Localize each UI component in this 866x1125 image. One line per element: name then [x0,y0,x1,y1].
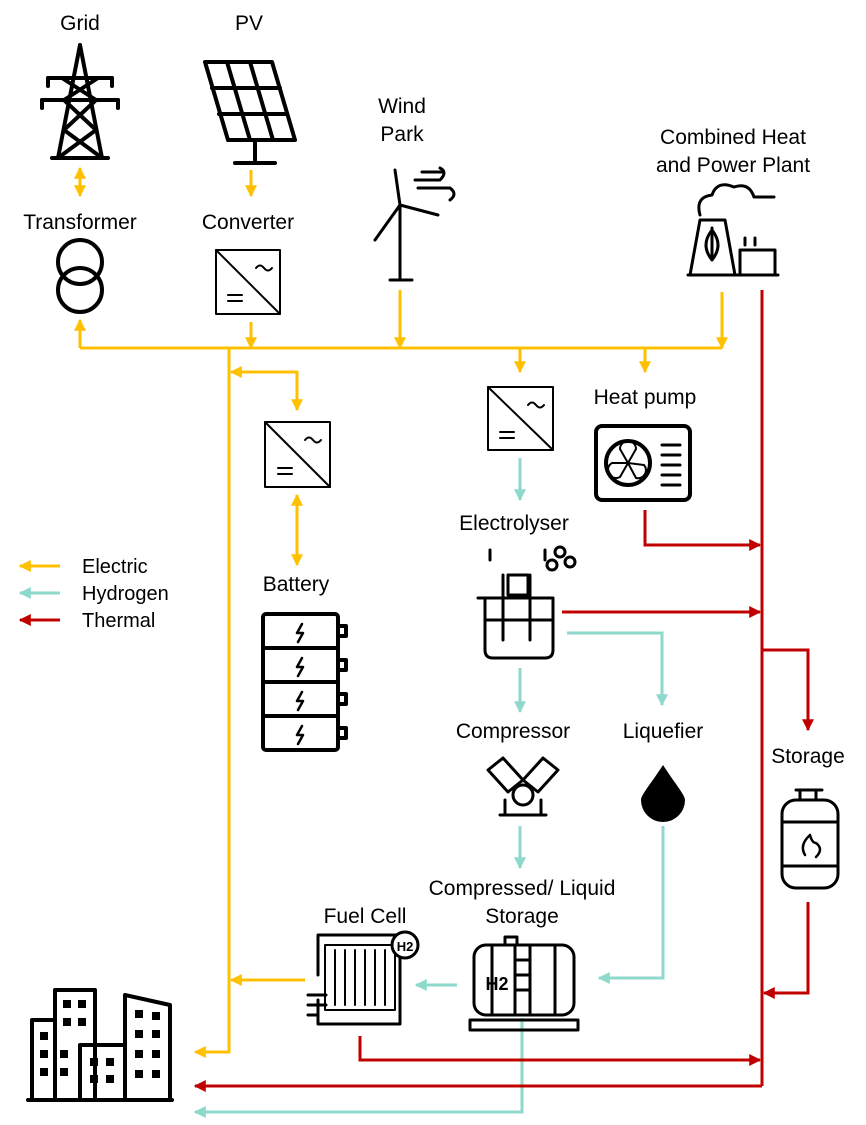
storage-label: Storage [771,745,845,768]
buildings-icon [26,988,174,1102]
h2-tank-label: H2 [485,974,508,994]
hydrogen-tank-icon: H2 [468,935,580,1032]
converter-icon-electrolyser [487,386,554,451]
transformer-icon [56,238,104,314]
hydrogen-flows [193,458,668,1118]
wind-label-2: Park [380,123,424,146]
legend-thermal: Thermal [82,610,155,632]
h2-fuel-cell-label: H2 [397,939,414,954]
transformer-label: Transformer [23,211,137,234]
wind-turbine-icon [373,166,456,282]
liquefier-label: Liquefier [623,720,704,743]
electrolyser-icon [476,545,577,660]
transmission-tower-icon [40,43,120,160]
compressor-icon [486,756,560,817]
battery-icon [261,612,348,752]
converter-icon [215,249,281,315]
chp-plant-icon [686,183,780,277]
converter-label: Converter [202,211,294,234]
heat-pump-label: Heat pump [594,386,697,409]
legend: Electric Hydrogen Thermal [18,556,169,632]
electric-flows [74,166,728,1058]
converter-icon-battery [264,421,331,488]
battery-label: Battery [263,573,330,596]
grid-label: Grid [60,12,100,35]
thermal-flows [193,290,814,1092]
wind-label-1: Wind [378,95,426,118]
solar-panel-icon [203,60,297,165]
pv-label: PV [235,12,263,35]
fuel-cell-label: Fuel Cell [324,905,407,928]
fuel-cell-icon: H2 [306,930,420,1026]
heat-pump-icon [594,424,692,502]
legend-hydrogen: Hydrogen [82,583,169,605]
compressed-storage-label-2: Storage [485,905,559,928]
legend-electric: Electric [82,556,148,578]
chp-label-1: Combined Heat [660,126,806,149]
chp-label-2: and Power Plant [656,154,810,177]
compressed-storage-label-1: Compressed/ Liquid [429,877,616,900]
electrolyser-label: Electrolyser [459,512,569,535]
liquid-drop-icon [641,765,685,822]
thermal-storage-icon [780,788,840,890]
compressor-label: Compressor [456,720,570,743]
